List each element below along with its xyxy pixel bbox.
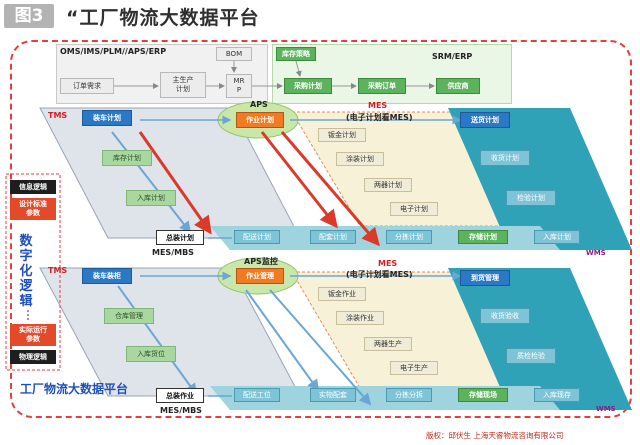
inbound-pos-box[interactable]: 入库货位 xyxy=(126,346,176,362)
sheet-work-box[interactable]: 钣金作业 xyxy=(318,287,366,301)
stock-plan-box[interactable]: 库存计划 xyxy=(102,150,152,166)
paint-work-box[interactable]: 涂装作业 xyxy=(336,311,384,325)
inbound-plan2-box[interactable]: 入库计划 xyxy=(534,230,580,244)
arrival-box[interactable]: 到货管理 xyxy=(460,270,510,286)
inbound-stock-box[interactable]: 入库现存 xyxy=(534,388,580,402)
purchase-order-box[interactable]: 采购订单 xyxy=(358,78,406,94)
master-plan-box[interactable]: 主生产 计划 xyxy=(160,72,206,98)
assembly-work-box[interactable]: 总装作业 xyxy=(156,388,204,403)
elec-plan-box[interactable]: 电子计划 xyxy=(390,202,438,216)
store-site-box[interactable]: 存储现场 xyxy=(458,388,508,402)
pick-plan-box[interactable]: 配套计划 xyxy=(310,230,356,244)
purchase-plan-box[interactable]: 采购计划 xyxy=(284,78,332,94)
design-params-label: 设计标准 参数 xyxy=(10,198,56,220)
assembly-plan-box[interactable]: 总装计划 xyxy=(156,230,204,245)
wheel-plan-box[interactable]: 两器计划 xyxy=(364,178,412,192)
warehouse-box[interactable]: 仓库管理 xyxy=(104,308,154,324)
upper-mes-label: MES xyxy=(368,101,388,110)
bom-box[interactable]: BOM xyxy=(216,47,252,61)
elec-prod-box[interactable]: 电子生产 xyxy=(390,361,438,375)
digital-logic-text: 数字化逻辑 xyxy=(19,234,33,309)
mrp-box[interactable]: MR P xyxy=(226,74,252,98)
deliver-plan-box[interactable]: 配送计划 xyxy=(234,230,280,244)
upper-mes-note: (电子计划看MES) xyxy=(346,113,413,122)
receive-plan-box[interactable]: 收货计划 xyxy=(480,150,530,166)
copyright-text: 版权：邱伏生 上海天睿物流咨询有限公司 xyxy=(426,431,564,440)
stock-strategy-box[interactable]: 库存策略 xyxy=(276,47,316,61)
deliver-work-box[interactable]: 配送工位 xyxy=(234,388,280,402)
load-plan-box[interactable]: 装车计划 xyxy=(82,110,132,126)
actual-params-label: 实际运行 参数 xyxy=(10,324,56,346)
upper-aps-label: APS xyxy=(250,100,268,109)
work-manage-box[interactable]: 作业管理 xyxy=(236,268,284,284)
sort-plan-box[interactable]: 分拣计划 xyxy=(386,230,432,244)
store-plan-box[interactable]: 存储计划 xyxy=(458,230,508,244)
lower-aps-label: APS监控 xyxy=(244,257,278,266)
pick-kit-box[interactable]: 实物配套 xyxy=(310,388,356,402)
physical-logic-label: 物理逻辑 xyxy=(10,350,56,364)
platform-frame xyxy=(10,40,632,418)
upper-tms-label: TMS xyxy=(48,111,68,120)
inspect-plan-box[interactable]: 检验计划 xyxy=(506,190,556,206)
lower-mes-label: MES xyxy=(378,259,398,268)
oms-label: OMS/IMS/PLM//APS/ERP xyxy=(60,47,167,56)
paint-plan-box[interactable]: 涂装计划 xyxy=(336,152,384,166)
load-cabinet-box[interactable]: 装车装柜 xyxy=(82,268,132,284)
lower-mes-note: (电子计划看MES) xyxy=(346,270,413,279)
delivery-plan-box[interactable]: 送货计划 xyxy=(460,112,510,128)
quality-check-box[interactable]: 质检检验 xyxy=(506,348,556,364)
upper-wms-label: WMS xyxy=(586,249,606,257)
receive-check-box[interactable]: 收货验收 xyxy=(480,308,530,324)
page-title: “工厂物流大数据平台 xyxy=(66,7,260,29)
order-demand-box[interactable]: 订单需求 xyxy=(60,78,114,94)
inbound-plan-box[interactable]: 入库计划 xyxy=(126,190,176,206)
lower-mes-mbs-label: MES/MBS xyxy=(160,406,202,415)
figure-tag: 图3 xyxy=(4,4,54,28)
wheel-prod-box[interactable]: 两器生产 xyxy=(364,337,412,351)
work-plan-box[interactable]: 作业计划 xyxy=(236,112,284,128)
platform-title-bottom: 工厂物流大数据平台 xyxy=(20,382,129,396)
info-logic-label: 信息逻辑 xyxy=(10,180,56,194)
lower-wms-label: WMS xyxy=(596,405,616,413)
supplier-box[interactable]: 供应商 xyxy=(436,78,480,94)
lower-tms-label: TMS xyxy=(48,266,68,275)
sort-split-box[interactable]: 分拣分拆 xyxy=(386,388,432,402)
sheet-plan-box[interactable]: 钣金计划 xyxy=(318,128,366,142)
srm-label: SRM/ERP xyxy=(432,52,473,61)
upper-mes-mbs-label: MES/MBS xyxy=(152,248,194,257)
